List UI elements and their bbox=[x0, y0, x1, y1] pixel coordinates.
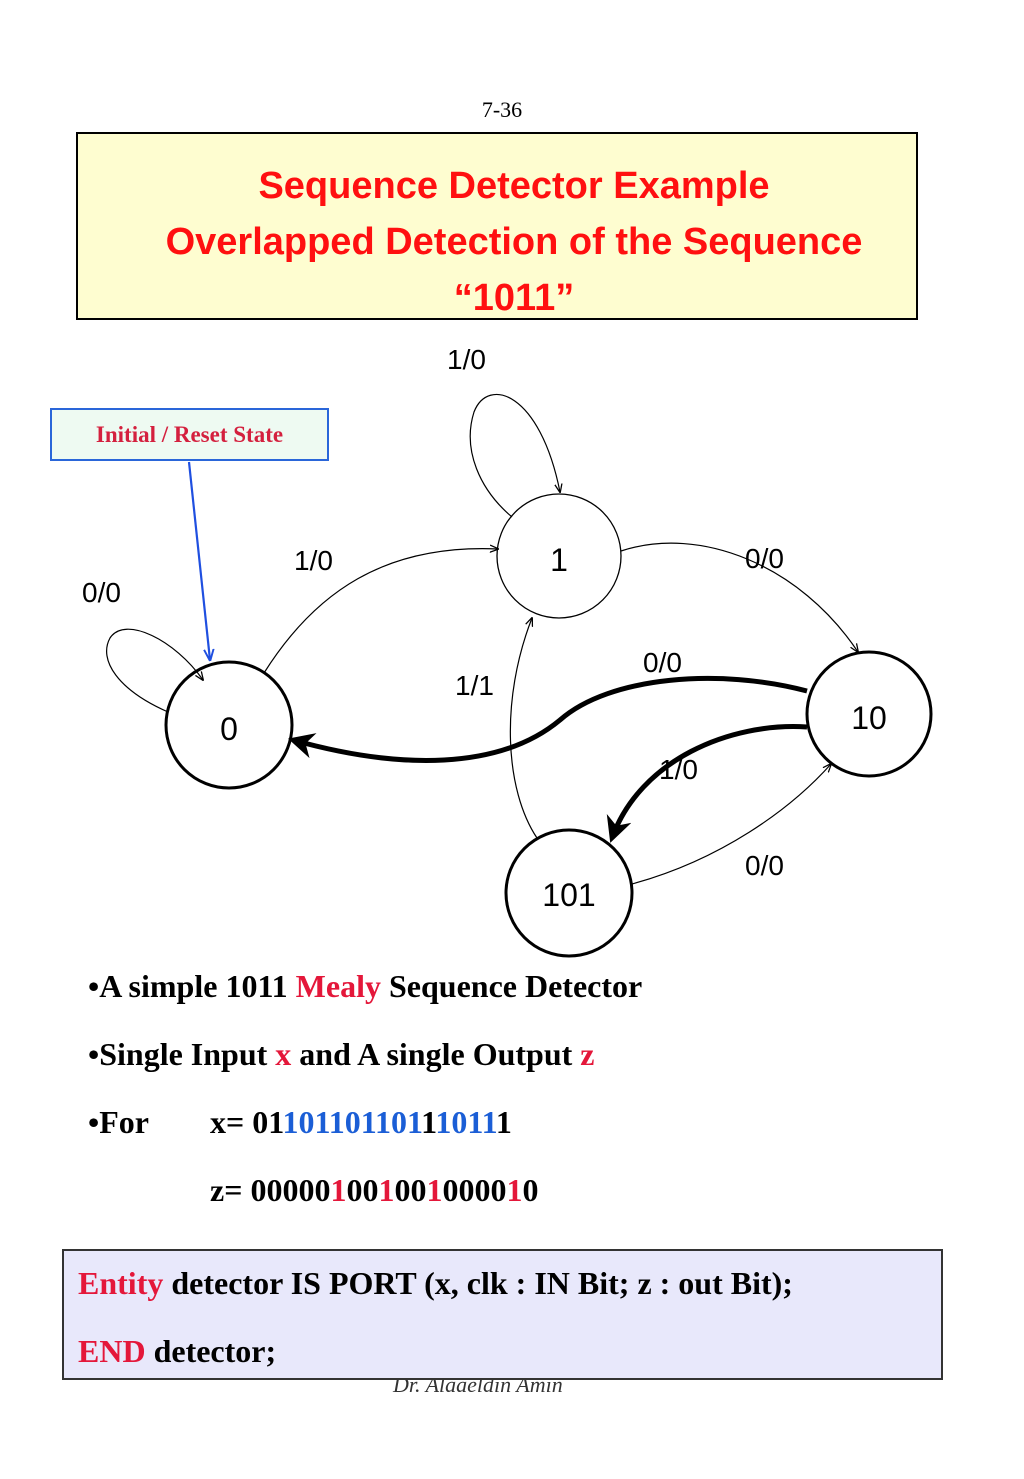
bullet-mealy: •A simple 1011 Mealy Sequence Detector bbox=[88, 968, 642, 1005]
input-x: x bbox=[275, 1036, 292, 1072]
initial-state-label: Initial / Reset State bbox=[95, 421, 284, 447]
entity-keyword: Entity bbox=[78, 1265, 164, 1301]
z-mid-3: 0000 bbox=[442, 1172, 507, 1208]
state-101-circle bbox=[504, 828, 634, 958]
title-line-3: “1011” bbox=[453, 277, 575, 319]
entity-declaration: Entity detector IS PORT (x, clk : IN Bit… bbox=[62, 1249, 943, 1380]
edge-1-self bbox=[469, 394, 560, 518]
state-0-circle bbox=[164, 660, 294, 790]
title-line-1: Sequence Detector Example bbox=[258, 165, 770, 207]
z-one-2: 1 bbox=[378, 1172, 395, 1208]
z-mid-1: 00 bbox=[346, 1172, 379, 1208]
label-101-to-1: 1/1 bbox=[455, 670, 494, 701]
slide-title: Sequence Detector Example Overlapped Det… bbox=[76, 158, 952, 326]
label-0-to-1: 1/0 bbox=[294, 545, 333, 576]
label-0-self: 0/0 bbox=[82, 577, 121, 608]
x-blue-run-1: 101101101 bbox=[282, 1104, 422, 1140]
x-blue-run-2: 1011 bbox=[435, 1104, 496, 1140]
bullet-io-pre: •Single Input bbox=[88, 1036, 276, 1072]
edge-101-to-1 bbox=[509, 618, 538, 839]
z-one-4: 1 bbox=[506, 1172, 523, 1208]
x-black-2: 1 bbox=[495, 1104, 512, 1140]
state-10-circle bbox=[805, 650, 933, 778]
edge-1-to-10 bbox=[620, 542, 858, 652]
z-mid-2: 00 bbox=[394, 1172, 427, 1208]
edge-0-to-1 bbox=[263, 549, 498, 674]
state-1-circle bbox=[496, 493, 622, 619]
end-keyword: END bbox=[78, 1333, 146, 1369]
bullet-io: •Single Input x and A single Output z bbox=[88, 1036, 594, 1073]
edge-10-to-101 bbox=[606, 724, 808, 843]
bullet-mealy-post: Sequence Detector bbox=[380, 968, 643, 1004]
label-10-to-101: 1/0 bbox=[659, 754, 698, 785]
entity-line-2: END detector; bbox=[78, 1333, 276, 1370]
title-line-2: Overlapped Detection of the Sequence bbox=[165, 221, 863, 263]
label-1-to-10: 0/0 bbox=[745, 543, 784, 574]
callout-pointer bbox=[187, 461, 210, 660]
z-one-1: 1 bbox=[330, 1172, 347, 1208]
entity-port-text: detector IS PORT (x, clk : IN Bit; z : o… bbox=[163, 1265, 793, 1301]
title-box bbox=[76, 132, 918, 320]
for-label: •For bbox=[88, 1104, 149, 1140]
x-prefix: x= 01 bbox=[210, 1104, 283, 1140]
bullet-mealy-pre: •A simple 1011 bbox=[88, 968, 296, 1004]
page-number: 7-36 bbox=[481, 97, 523, 122]
end-text: detector; bbox=[145, 1333, 277, 1369]
z-end: 0 bbox=[522, 1172, 539, 1208]
label-10-to-0: 0/0 bbox=[643, 647, 682, 678]
label-101-to-10: 0/0 bbox=[745, 850, 784, 881]
z-one-3: 1 bbox=[426, 1172, 443, 1208]
entity-line-1: Entity detector IS PORT (x, clk : IN Bit… bbox=[78, 1265, 793, 1302]
state-1-label: 1 bbox=[550, 542, 568, 578]
z-prefix: z= 00000 bbox=[210, 1172, 331, 1208]
state-101-label: 101 bbox=[542, 877, 595, 913]
edge-101-to-10 bbox=[631, 764, 831, 885]
mealy-keyword: Mealy bbox=[295, 968, 381, 1004]
bullet-z-sequence: z= 000001001001000010 bbox=[88, 1172, 538, 1209]
output-z: z bbox=[580, 1036, 595, 1072]
state-diagram: 0 1 10 101 0/0 1/0 1/0 0/0 0/0 1/0 1/1 0… bbox=[82, 344, 933, 958]
label-1-self: 1/0 bbox=[447, 344, 486, 375]
edge-0-self bbox=[106, 628, 203, 713]
bullet-io-mid: and A single Output bbox=[291, 1036, 581, 1072]
initial-state-callout: Initial / Reset State bbox=[50, 408, 329, 461]
x-black-1: 1 bbox=[421, 1104, 436, 1140]
state-10-label: 10 bbox=[851, 700, 887, 736]
state-0-label: 0 bbox=[220, 711, 238, 747]
edge-10-to-0 bbox=[287, 675, 808, 763]
